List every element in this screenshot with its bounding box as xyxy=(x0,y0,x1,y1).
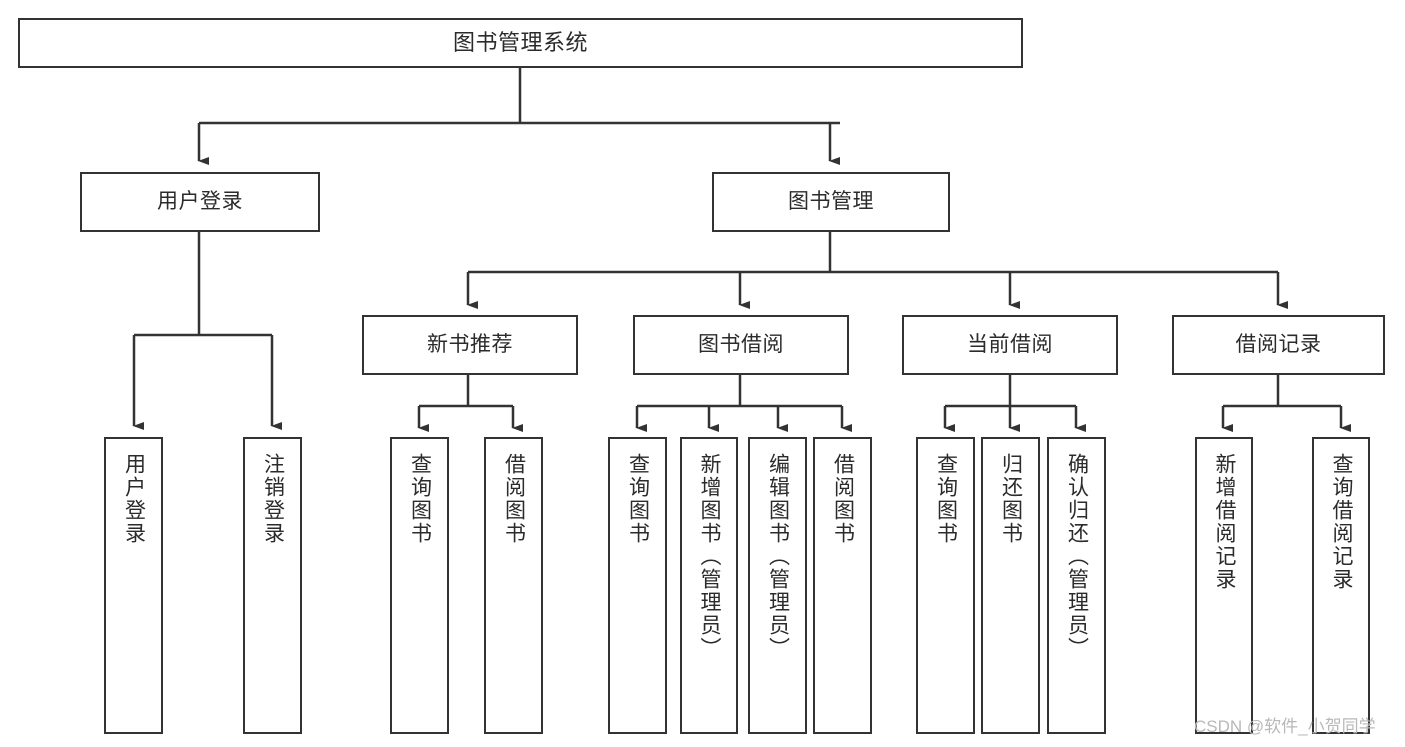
node-current-borrow[interactable]: 当前借阅 xyxy=(902,315,1118,375)
node-label: 图书管理 xyxy=(788,190,874,214)
node-leaf-borrow-book-recommend[interactable]: 借阅图书 xyxy=(484,437,543,734)
node-leaf-confirm-return[interactable]: 确认归还（管理员） xyxy=(1047,437,1106,734)
node-label: 查询图书 xyxy=(934,453,958,545)
node-label: 查询图书 xyxy=(626,453,650,545)
watermark: CSDN @软件_小贺同学 xyxy=(1194,717,1376,736)
node-book-borrow[interactable]: 图书借阅 xyxy=(633,315,849,375)
node-leaf-query-book-recommend[interactable]: 查询图书 xyxy=(390,437,449,734)
node-label: 编辑图书（管理员） xyxy=(766,453,790,660)
node-label: 借阅图书 xyxy=(831,453,855,545)
node-leaf-user-login[interactable]: 用户登录 xyxy=(104,437,163,734)
node-leaf-query-book-current[interactable]: 查询图书 xyxy=(916,437,975,734)
node-label: 查询图书 xyxy=(408,453,432,545)
node-label: 用户登录 xyxy=(157,190,243,214)
node-label: 图书借阅 xyxy=(698,333,784,357)
node-label: 新增图书（管理员） xyxy=(698,453,722,660)
node-label: 查询借阅记录 xyxy=(1330,453,1354,591)
node-label: 确认归还（管理员） xyxy=(1065,453,1089,660)
node-label: 当前借阅 xyxy=(967,333,1053,357)
node-label: 借阅记录 xyxy=(1235,333,1322,357)
node-label: 用户登录 xyxy=(122,453,146,545)
node-borrow-record[interactable]: 借阅记录 xyxy=(1172,315,1385,375)
node-leaf-add-book[interactable]: 新增图书（管理员） xyxy=(680,437,738,734)
node-label: 新增借阅记录 xyxy=(1213,453,1237,591)
node-leaf-return-book[interactable]: 归还图书 xyxy=(981,437,1040,734)
node-label: 归还图书 xyxy=(999,453,1023,545)
node-leaf-edit-book[interactable]: 编辑图书（管理员） xyxy=(748,437,807,734)
node-user-login[interactable]: 用户登录 xyxy=(80,172,320,232)
node-leaf-borrow-book[interactable]: 借阅图书 xyxy=(813,437,872,734)
node-label: 新书推荐 xyxy=(427,333,513,357)
node-label: 借阅图书 xyxy=(502,453,526,545)
node-book-management[interactable]: 图书管理 xyxy=(712,172,950,232)
node-leaf-logout-login[interactable]: 注销登录 xyxy=(243,437,302,734)
node-new-book-recommend[interactable]: 新书推荐 xyxy=(362,315,578,375)
node-leaf-add-borrow-record[interactable]: 新增借阅记录 xyxy=(1195,437,1253,734)
node-leaf-query-borrow-record[interactable]: 查询借阅记录 xyxy=(1312,437,1370,734)
node-label: 注销登录 xyxy=(261,453,285,545)
node-leaf-query-book-borrow[interactable]: 查询图书 xyxy=(608,437,667,734)
node-root-book-management-system[interactable]: 图书管理系统 xyxy=(18,18,1023,68)
node-label: 图书管理系统 xyxy=(452,29,588,55)
